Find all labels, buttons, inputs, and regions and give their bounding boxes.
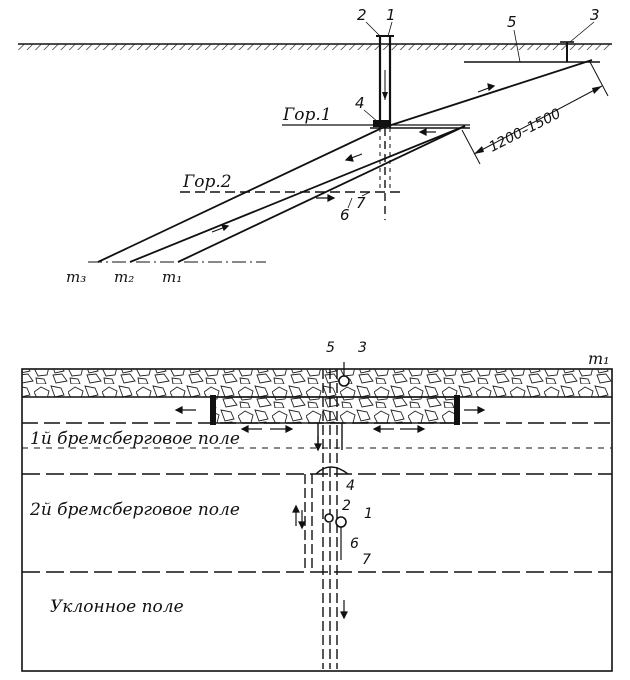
horizon-2-label: Гор.2: [182, 172, 232, 192]
seam-m2-label: m₂: [114, 268, 134, 286]
plan-callout-4: 4: [346, 478, 355, 494]
dimension-label: 1200–1500: [487, 106, 564, 156]
horizon-1-line: [282, 120, 470, 129]
plan-airflow-arrows: [174, 406, 486, 620]
plan-seam-label: m₁: [588, 349, 610, 368]
plan-callout-3: 3: [358, 340, 367, 356]
callout-1: 1: [386, 6, 396, 24]
callout-4: 4: [355, 94, 365, 112]
section-view: Гор.1 Гор.2 1200–1500 m₃ m₂ m₁ 1 2 3 4 5…: [18, 6, 612, 286]
horizon-1-label: Гор.1: [282, 105, 332, 125]
shaft-pillar: [210, 395, 460, 425]
shaft-markers: [324, 362, 350, 560]
callout-2: 2: [357, 6, 367, 24]
dimension-line: [461, 61, 609, 165]
field-3-label: Уклонное поле: [50, 597, 184, 617]
field-2-label: 2й бремсберговое поле: [29, 500, 240, 520]
plan-callout-2: 2: [342, 498, 351, 514]
field-1-label: 1й бремсберговое поле: [30, 429, 240, 449]
horizon-2-line: [88, 191, 400, 263]
rock-outcrop: [22, 369, 612, 397]
plan-callout-6: 6: [350, 536, 359, 552]
callout-5: 5: [507, 13, 517, 31]
plan-callout-7: 7: [362, 552, 371, 568]
surface-incline: [464, 41, 600, 63]
callout-leaders: [347, 21, 595, 209]
plan-view: m₁ 1й бремсберговое поле 2й бремсбергово…: [21, 340, 613, 672]
seam-m3-label: m₃: [66, 268, 86, 286]
plan-callout-1: 1: [364, 506, 373, 522]
callout-7: 7: [356, 194, 366, 212]
callout-6: 6: [340, 206, 350, 224]
seam-lines: [97, 59, 593, 263]
ground-surface: [18, 43, 612, 50]
shaft: [376, 35, 394, 220]
seam-m1-label: m₁: [162, 268, 182, 286]
callout-3: 3: [590, 6, 600, 24]
plan-callout-5: 5: [326, 340, 335, 356]
airflow-arrows: [211, 83, 496, 233]
